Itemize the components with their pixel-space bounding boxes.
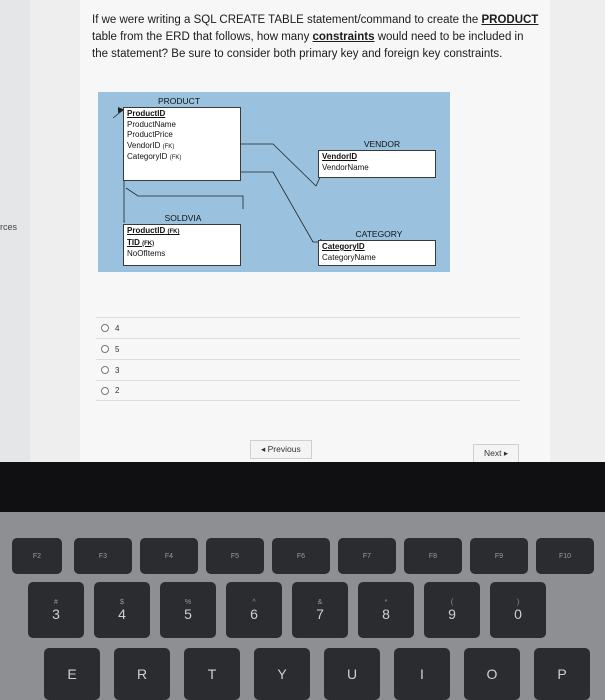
previous-button[interactable]: ◂ Previous <box>250 440 312 459</box>
category-attr-name: CategoryName <box>322 252 376 262</box>
key-8[interactable]: *8 <box>358 582 414 638</box>
key-f10[interactable]: F10 <box>536 538 594 574</box>
key-e[interactable]: E <box>44 648 100 700</box>
entity-title-soldvia: SOLDVIA <box>164 213 202 223</box>
key-o[interactable]: O <box>464 648 520 700</box>
key-f5[interactable]: F5 <box>206 538 264 574</box>
key-f8[interactable]: F8 <box>404 538 462 574</box>
key-0[interactable]: )0 <box>490 582 546 638</box>
entity-title-product: PRODUCT <box>157 96 201 106</box>
key-9[interactable]: (9 <box>424 582 480 638</box>
sidebar-fragment-text: rces <box>0 222 18 232</box>
entity-vendor: VendorID VendorName <box>318 150 436 178</box>
question-text: If we were writing a SQL CREATE TABLE st… <box>92 14 539 60</box>
laptop-keyboard: F2 F3 F4 F5 F6 F7 F8 F9 F10 #3 $4 %5 ^6 … <box>0 512 605 700</box>
soldvia-pk-tid: TID (FK) <box>127 237 155 247</box>
radio-button[interactable] <box>101 324 109 332</box>
key-p[interactable]: P <box>534 648 590 700</box>
key-f9[interactable]: F9 <box>470 538 528 574</box>
key-f3[interactable]: F3 <box>74 538 132 574</box>
category-pk: CategoryID <box>322 242 365 251</box>
key-y[interactable]: Y <box>254 648 310 700</box>
key-r[interactable]: R <box>114 648 170 700</box>
question-table-name: PRODUCT <box>481 14 539 26</box>
option-4[interactable]: 4 <box>96 317 520 338</box>
left-sidebar-edge: rces <box>0 0 30 462</box>
key-4[interactable]: $4 <box>94 582 150 638</box>
product-pk: ProductID <box>127 109 166 118</box>
key-f2[interactable]: F2 <box>12 538 62 574</box>
soldvia-pk-product: ProductID (FK) <box>127 226 180 235</box>
erd-diagram: PRODUCT ProductID ProductName ProductPri… <box>98 92 450 272</box>
key-i[interactable]: I <box>394 648 450 700</box>
entity-product: ProductID ProductName ProductPrice Vendo… <box>123 107 241 181</box>
key-f6[interactable]: F6 <box>272 538 330 574</box>
radio-button[interactable] <box>101 345 109 353</box>
entity-title-category: CATEGORY <box>355 229 403 239</box>
soldvia-attr-items: NoOfItems <box>127 249 166 258</box>
product-fk-category: CategoryID (FK) <box>127 152 182 161</box>
entity-category: CategoryID CategoryName <box>318 240 436 266</box>
option-3[interactable]: 3 <box>96 359 520 380</box>
radio-button[interactable] <box>101 386 109 395</box>
question-keyword: constraints <box>312 31 375 43</box>
option-2[interactable]: 2 <box>96 380 520 401</box>
key-3[interactable]: #3 <box>28 582 84 638</box>
laptop-bezel <box>0 462 605 512</box>
key-f7[interactable]: F7 <box>338 538 396 574</box>
answer-options: 4 5 3 2 <box>96 317 520 401</box>
vendor-pk: VendorID <box>322 152 358 161</box>
key-5[interactable]: %5 <box>160 582 216 638</box>
key-u[interactable]: U <box>324 648 380 700</box>
next-button[interactable]: Next ▸ <box>473 444 520 463</box>
entity-title-vendor: VENDOR <box>363 139 401 149</box>
product-fk-vendor: VendorID (FK) <box>127 140 175 150</box>
product-attr-price: ProductPrice <box>127 130 173 139</box>
option-5[interactable]: 5 <box>96 338 520 359</box>
product-attr-name: ProductName <box>127 119 176 129</box>
key-f4[interactable]: F4 <box>140 538 198 574</box>
key-t[interactable]: T <box>184 648 240 700</box>
entity-soldvia: ProductID (FK) TID (FK) NoOfItems <box>123 224 241 266</box>
key-6[interactable]: ^6 <box>226 582 282 638</box>
radio-button[interactable] <box>101 366 109 374</box>
vendor-attr-name: VendorName <box>322 162 369 172</box>
key-7[interactable]: &7 <box>292 582 348 638</box>
browser-screen: rces If we were writing a SQL CREATE TAB… <box>0 0 605 463</box>
